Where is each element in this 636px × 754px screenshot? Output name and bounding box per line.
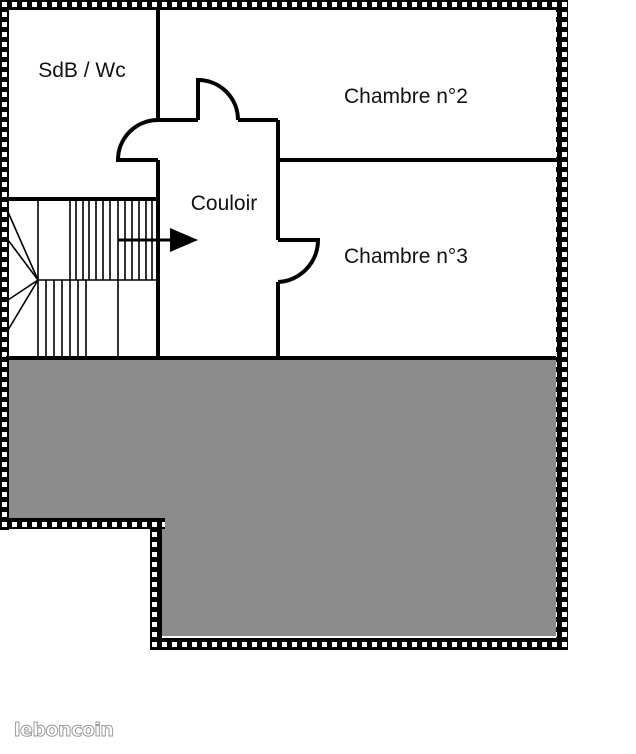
watermark-logo: leboncoin [13, 719, 114, 742]
exterior-wall [0, 0, 568, 650]
door-sdb [115, 118, 159, 162]
room-label-couloir: Couloir [191, 192, 258, 215]
terrace-area [6, 360, 556, 636]
staircase [7, 201, 156, 358]
door-chambre3 [277, 238, 321, 284]
room-label-chambre3: Chambre n°3 [344, 245, 468, 268]
interior-walls [6, 10, 556, 360]
room-label-sdb: SdB / Wc [38, 59, 126, 82]
room-label-chambre2: Chambre n°2 [344, 85, 468, 108]
door-chambre2 [196, 77, 240, 121]
stair-direction-arrow [118, 228, 198, 252]
